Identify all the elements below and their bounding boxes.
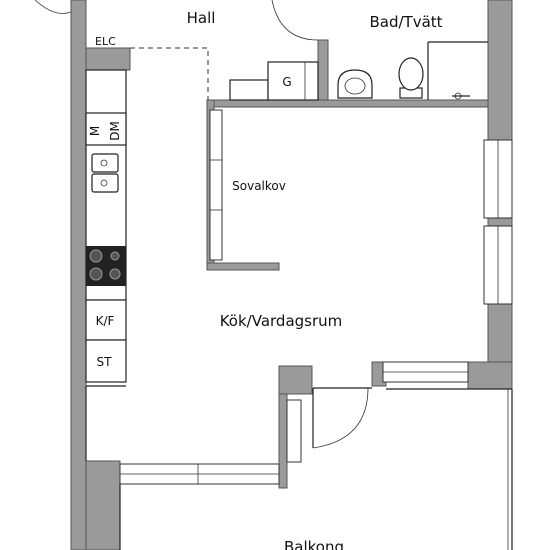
balcony: [119, 388, 513, 550]
wall-bath-left-stub: [317, 39, 329, 103]
wall-bottom-right: [467, 361, 513, 390]
wall-kitchen-top-left: [85, 47, 131, 71]
wardrobe-left: [229, 79, 269, 101]
hob-burner-1: [89, 249, 103, 263]
sink-basin-1: [91, 153, 119, 173]
toilet-bowl: [398, 57, 424, 91]
wardrobe-main: [267, 61, 319, 101]
room-balcony-label: Balkong: [284, 538, 344, 550]
hall-wardrobe-dash: [130, 47, 209, 100]
sink-basin-2: [91, 173, 119, 193]
sink-drain-2: [100, 179, 108, 187]
hob-burner-4: [109, 268, 121, 280]
microwave-box: [85, 112, 127, 146]
wall-lower-left-block: [85, 460, 121, 550]
wall-door-pillar: [278, 365, 313, 395]
alcove-window-frame: [209, 109, 223, 261]
storage-box: [85, 339, 127, 383]
microwave-label: M: [88, 126, 102, 136]
wall-bath-right-top: [487, 0, 513, 141]
room-alcove-label: Sovalkov: [232, 179, 286, 193]
room-bath-label: Bad/Tvätt: [369, 13, 442, 31]
hall-door-arc: [271, 0, 319, 41]
sink-bowl: [344, 77, 366, 95]
fridge-label: K/F: [96, 314, 115, 328]
room-hall-label: Hall: [187, 9, 216, 27]
hob-burner-2: [110, 251, 120, 261]
doors: [34, 0, 372, 449]
wall-door-jamb: [278, 393, 288, 489]
room-labels: Hall Bad/Tvätt Sovalkov Kök/Vardagsrum B…: [187, 9, 443, 550]
kitchen-counter: M DM K/F ST: [85, 69, 127, 387]
sink-drain-1: [100, 159, 108, 167]
wardrobe-label: G: [282, 75, 291, 89]
hob-burner-3: [89, 267, 103, 281]
electrical-cabinet-label: ELC: [95, 35, 116, 48]
bathroom: [337, 41, 488, 100]
wall-right-mid-1: [487, 217, 513, 227]
fridge-box: [85, 299, 127, 341]
dishwasher-label: DM: [108, 121, 122, 141]
wall-left-outer: [70, 0, 87, 550]
lower-windows: [119, 361, 469, 485]
wall-bath-bottom: [207, 99, 489, 108]
entrance-door-arc: [34, 0, 72, 14]
hall-wardrobe: G: [229, 61, 319, 101]
room-kitchen-living-label: Kök/Vardagsrum: [220, 312, 343, 330]
alcove-window: [209, 109, 223, 261]
wall-alcove-bottom: [206, 262, 280, 271]
door-side-window: [286, 399, 302, 463]
sink: [337, 69, 373, 99]
balcony-door-arc: [312, 387, 369, 449]
right-windows: [483, 139, 513, 305]
storage-label: ST: [97, 355, 113, 369]
